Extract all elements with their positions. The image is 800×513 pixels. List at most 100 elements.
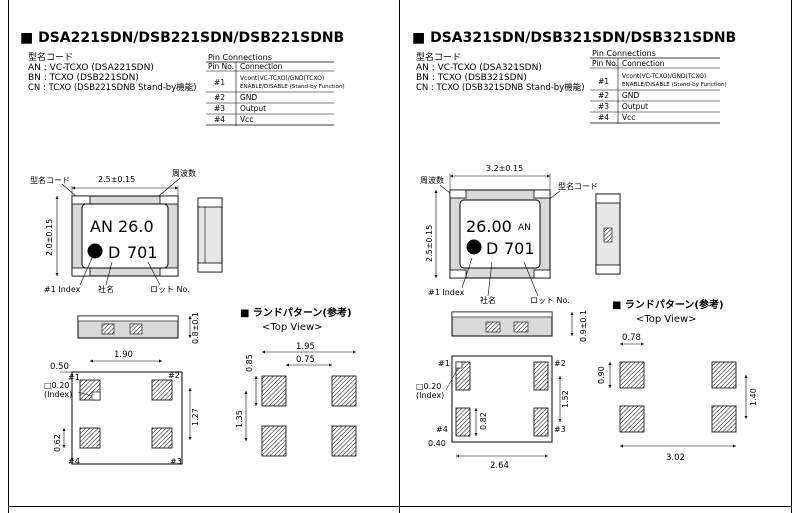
right-marking-code: AN (518, 223, 531, 233)
left-dim-pitch-y: 1.27 (191, 408, 200, 426)
right-pin-1-conn-a: Vcont(VC-TCXO)/GND(TCXO) (622, 73, 706, 80)
left-pin-title: Pin Connections (208, 53, 272, 62)
left-land-subtitle: <Top View> (262, 322, 323, 333)
right-bv-pin-4: #4 (436, 425, 448, 434)
left-bv-pin-4: #4 (68, 457, 80, 466)
right-land-dim-pad-w: 0.78 (622, 333, 641, 343)
right-land-subtitle: <Top View> (636, 314, 697, 325)
right-marking-freq: 26.00 (466, 217, 512, 236)
right-label-index: #1 Index (428, 288, 465, 297)
left-front-view: 0.8±0.1 (77, 312, 200, 344)
left-pin-2-conn: GND (240, 93, 257, 102)
left-type-line-1: AN : VC-TCXO (DSA221SDN) (28, 63, 154, 73)
left-land-dim-pad-h: 0.85 (245, 354, 254, 372)
frame-left (8, 0, 9, 513)
left-pin-3-conn: Output (240, 104, 266, 113)
right-land-dim-outer-x: 3.02 (666, 453, 685, 463)
right-label-type-code: 型名コード (558, 181, 598, 191)
right-type-line-3: CN : TCXO (DSB321SDNB Stand-by機能) (416, 82, 585, 93)
left-label-freq: 周波数 (172, 168, 196, 178)
left-dim-pad-h: 0.62 (53, 434, 62, 452)
right-pin-3-no: #3 (598, 102, 609, 111)
left-dim-width: 2.5±0.15 (98, 175, 135, 184)
right-land-pattern: ■ ランドパターン(参考) <Top View> 0.78 0.90 1.40 … (597, 298, 758, 463)
right-pin-2-conn: GND (622, 91, 639, 100)
frame-right (791, 0, 792, 513)
right-marking-letter: D (486, 239, 498, 258)
left-pin-4-conn: Vcc (240, 115, 253, 124)
right-dim-pitch-y: 1.52 (561, 390, 570, 408)
right-pin-1-conn-b: ENABLE/DISABLE (Stand-by Function) (622, 82, 727, 88)
left-label-lot: ロット No. (150, 285, 190, 294)
right-pin-2-no: #2 (598, 91, 609, 100)
left-marking-freq: 26.0 (118, 217, 154, 236)
left-pin-1-conn-a: Vcont(VC-TCXO)/GND(TCXO) (240, 75, 324, 82)
left-type-heading: 型名コード (28, 51, 73, 63)
right-package-top-view: 3.2±0.15 周波数 型名コード 2.5±0.15 26.00 AN D 7… (420, 164, 621, 305)
left-bv-pin-3: #3 (170, 457, 182, 466)
right-dim-height: 2.5±0.15 (425, 225, 434, 262)
right-dim-pad-w: 0.40 (428, 439, 446, 448)
left-bv-pin-2: #2 (168, 371, 180, 380)
right-pin-4-conn: Vcc (622, 113, 635, 122)
right-pin-3-conn: Output (622, 102, 648, 111)
left-marking-lot: 701 (127, 243, 158, 262)
right-type-heading: 型名コード (416, 51, 461, 63)
frame-bottom (8, 506, 792, 507)
left-panel: ■ DSA221SDN/DSB221SDN/DSB221SDNB 型名コード A… (20, 30, 357, 466)
left-pin-4-no: #4 (214, 115, 225, 124)
right-pin-col-no: Pin No. (592, 59, 618, 68)
left-pin-col-no: Pin No. (208, 62, 234, 71)
right-dim-index-note: (Index) (416, 391, 444, 400)
left-label-company: 社名 (98, 284, 114, 294)
right-land-dim-pitch-y: 1.40 (749, 388, 758, 406)
left-pin-3-no: #3 (214, 104, 225, 113)
right-pin-1-no: #1 (598, 77, 609, 86)
left-land-dim-pitch-y: 1.35 (235, 410, 244, 428)
left-label-index: #1 Index (44, 285, 81, 294)
left-dim-pad-w: 0.50 (50, 362, 69, 372)
left-package-top-view: 型名コード 周波数 2.5±0.15 2.0±0.15 AN 26.0 D 70… (30, 168, 223, 294)
right-label-freq: 周波数 (420, 175, 444, 185)
left-pin-1-conn-b: ENABLE/DISABLE (Stand-by Function) (240, 84, 345, 90)
left-dim-thickness: 0.8±0.1 (191, 312, 200, 344)
left-dim-index-note: (Index) (44, 390, 72, 399)
right-dim-pad-h: 0.82 (479, 412, 488, 430)
left-type-line-3: CN : TCXO (DSB221SDNB Stand-by機能) (28, 82, 197, 93)
right-label-company: 社名 (480, 295, 496, 305)
right-land-title: ■ ランドパターン(参考) (612, 298, 724, 311)
left-land-dim-outer-x: 1.95 (296, 342, 315, 352)
left-index-dot-icon (87, 243, 103, 259)
right-dim-thickness: 0.9±0.1 (579, 310, 588, 342)
right-label-lot: ロット No. (530, 296, 570, 305)
left-dim-index: □0.20 (44, 381, 69, 390)
left-dim-pitch-x: 1.90 (114, 350, 133, 360)
right-title: ■ DSA321SDN/DSB321SDN/DSB321SDNB (412, 30, 736, 46)
right-type-line-2: BN : TCXO (DSB321SDN) (416, 73, 527, 83)
right-bv-pin-1: #1 (438, 359, 450, 368)
right-marking-lot: 701 (504, 239, 535, 258)
right-bottom-view: #1 #2 #3 #4 □0.20 (Index) 1.52 0.82 0.40… (416, 355, 570, 471)
right-dim-index: □0.20 (416, 382, 441, 391)
left-bv-pin-1: #1 (68, 373, 80, 382)
left-land-pattern: ■ ランドパターン(参考) <Top View> 1.95 0.75 0.85 … (235, 306, 357, 457)
left-land-title: ■ ランドパターン(参考) (240, 306, 352, 319)
frame-center (399, 0, 400, 513)
right-pin-title: Pin Connections (592, 49, 656, 58)
right-type-codes: 型名コード AN : VC-TCXO (DSA321SDN) BN : TCXO… (416, 51, 585, 93)
left-marking-code: AN (90, 217, 113, 236)
left-title: ■ DSA221SDN/DSB221SDN/DSB221SDNB (20, 30, 344, 46)
right-land-dim-pad-h: 0.90 (597, 366, 606, 384)
left-marking-letter: D (108, 243, 120, 262)
right-bv-pin-3: #3 (554, 425, 566, 434)
left-label-type-code: 型名コード (30, 175, 70, 185)
left-type-codes: 型名コード AN : VC-TCXO (DSA221SDN) BN : TCXO… (28, 51, 197, 93)
left-pin-2-no: #2 (214, 93, 225, 102)
left-land-dim-inner-x: 0.75 (296, 355, 315, 365)
right-pin-table: Pin Connections Pin No. Connection #1 Vc… (590, 49, 727, 124)
left-bottom-view: 1.90 0.50 #1 #2 #3 #4 □0.20 (Index) 1.27… (44, 350, 200, 466)
right-pin-col-conn: Connection (622, 59, 665, 68)
right-dim-pitch-x: 2.64 (490, 461, 509, 471)
